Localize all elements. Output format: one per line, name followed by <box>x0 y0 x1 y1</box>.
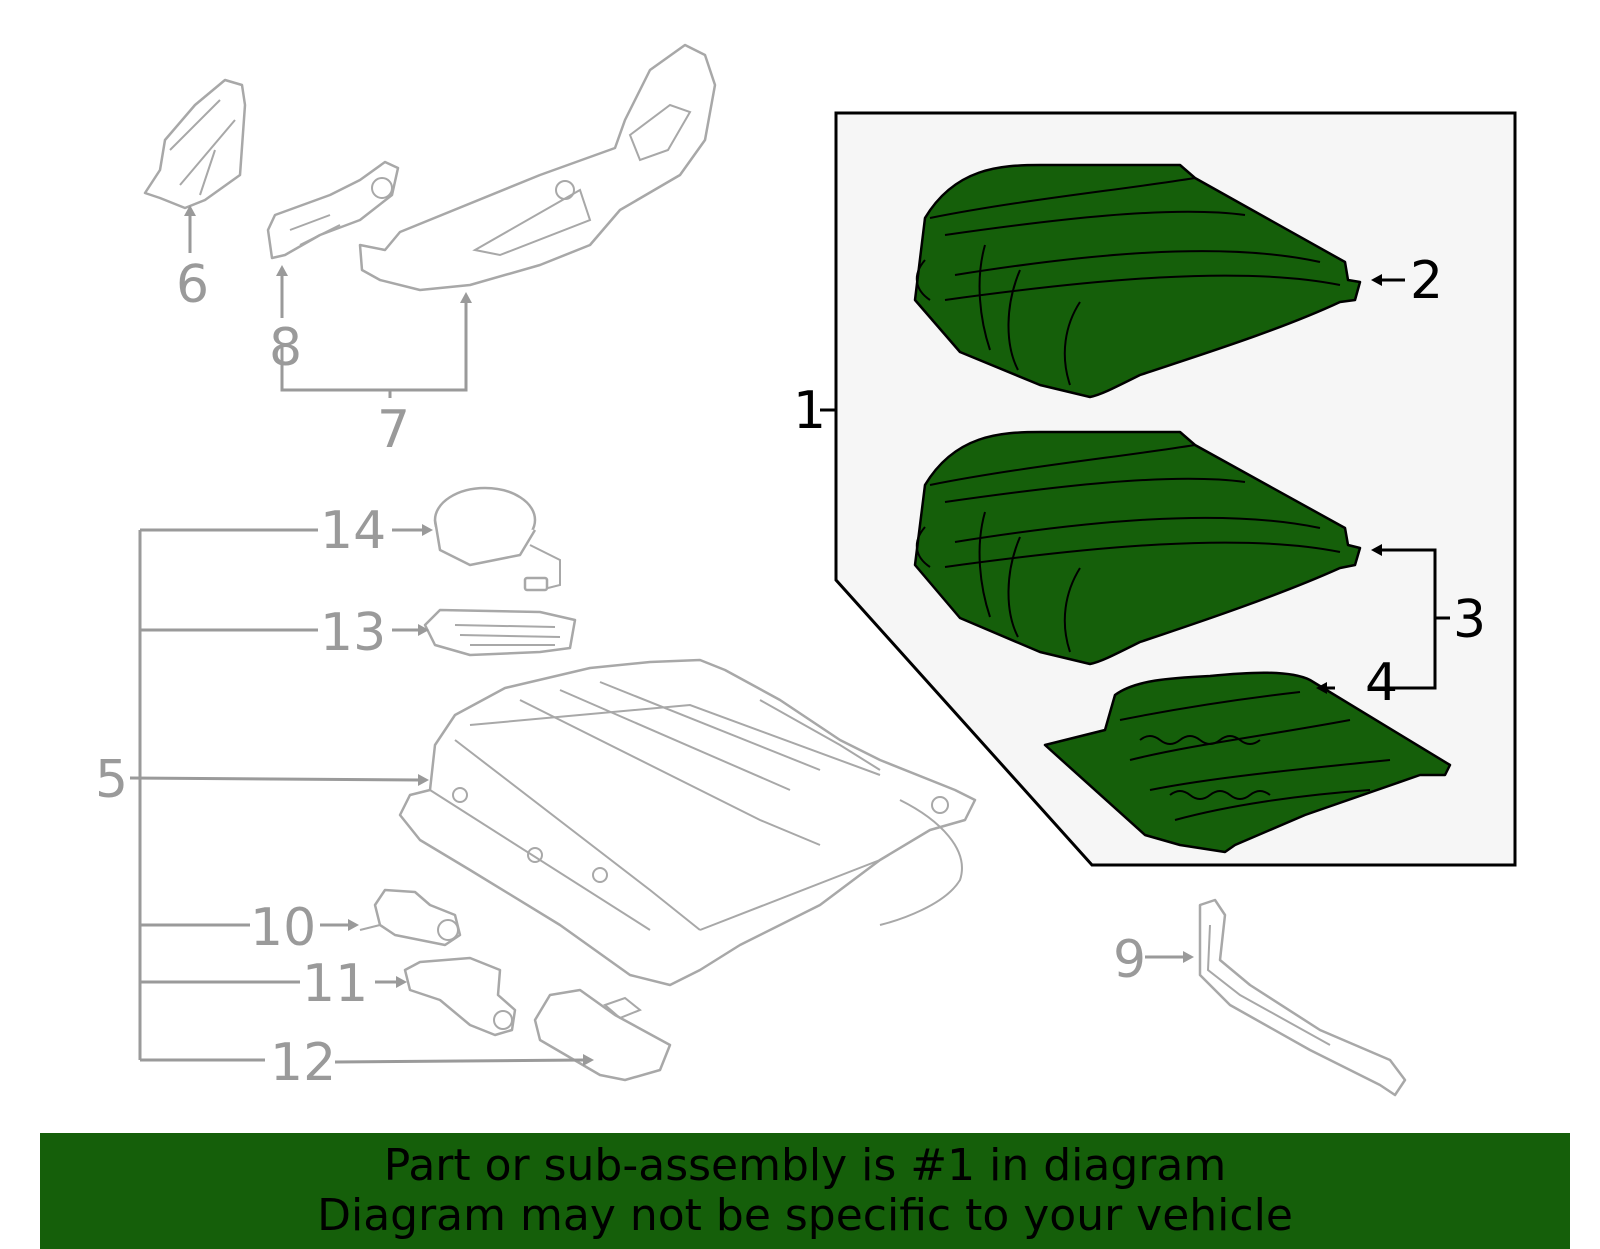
arrowhead <box>276 265 288 276</box>
arrowhead <box>1371 274 1382 286</box>
callout-5: 5 <box>95 750 128 810</box>
motor-part-14[interactable] <box>433 486 561 592</box>
callout-10: 10 <box>250 898 316 958</box>
side-shield-part-7[interactable] <box>358 43 717 292</box>
arrowhead <box>348 919 359 931</box>
seat-cushion-cover[interactable] <box>913 163 1362 399</box>
callout-9: 9 <box>1113 930 1146 990</box>
leader-lines-black <box>820 274 1450 694</box>
arrowhead <box>460 292 472 303</box>
arrowhead <box>422 524 433 536</box>
callout-2: 2 <box>1410 251 1443 311</box>
arrowhead <box>1371 544 1382 556</box>
trim-cover-part-6[interactable] <box>143 78 247 210</box>
banner-line-2: Diagram may not be specific to your vehi… <box>317 1190 1293 1241</box>
arrowhead <box>1183 951 1194 963</box>
disclaimer-banner: Part or sub-assembly is #1 in diagram Di… <box>40 1133 1570 1249</box>
callout-7: 7 <box>377 400 410 460</box>
seat-heater-element[interactable] <box>1043 671 1452 854</box>
module-part-12[interactable] <box>533 988 672 1082</box>
callout-8: 8 <box>269 318 302 378</box>
arrowhead <box>396 976 407 988</box>
arrowhead <box>418 624 429 636</box>
seat-cushion-pad[interactable] <box>913 430 1362 666</box>
seat-frame-part-5[interactable] <box>398 658 977 987</box>
arrowhead <box>184 205 196 216</box>
callout-14: 14 <box>320 501 386 561</box>
switch-bracket-part-8[interactable] <box>266 160 400 260</box>
callout-11: 11 <box>302 954 368 1014</box>
callout-13: 13 <box>320 603 386 663</box>
leader-lines-grey <box>129 205 1194 1066</box>
banner-line-1: Part or sub-assembly is #1 in diagram <box>383 1140 1227 1191</box>
adjuster-motor-part-10[interactable] <box>359 888 462 947</box>
control-module-part-13[interactable] <box>423 608 577 657</box>
arrowhead <box>583 1054 594 1066</box>
callout-12: 12 <box>270 1033 336 1093</box>
callout-4: 4 <box>1365 653 1398 713</box>
callout-6: 6 <box>176 255 209 315</box>
arrowhead <box>418 774 429 786</box>
callout-3: 3 <box>1453 590 1486 650</box>
adjuster-motor-part-11[interactable] <box>403 956 517 1037</box>
callout-1: 1 <box>793 381 826 441</box>
trim-strip-part-9[interactable] <box>1198 898 1407 1097</box>
arrowhead <box>1316 682 1327 694</box>
